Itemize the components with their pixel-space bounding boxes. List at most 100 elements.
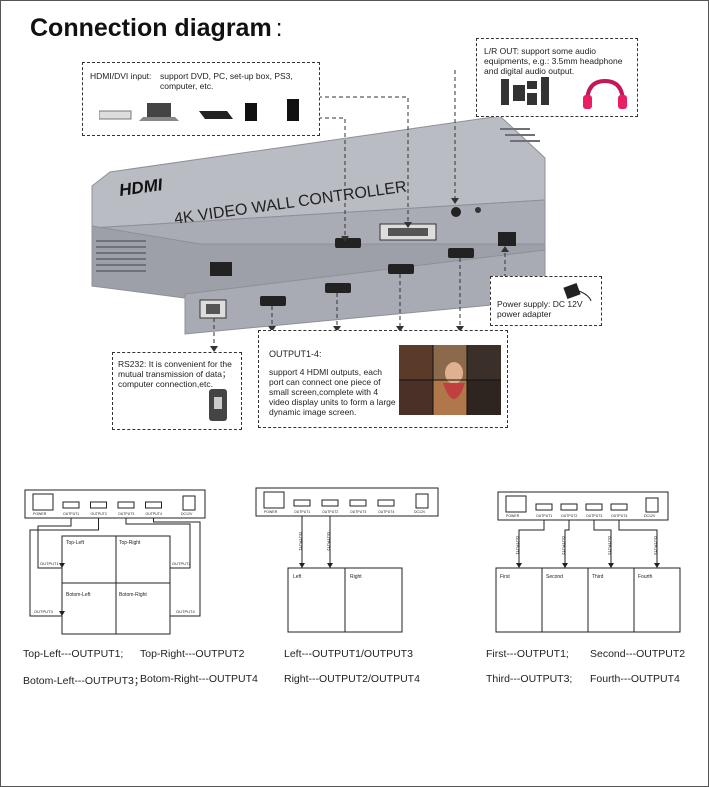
output-title: OUTPUT1-4:	[269, 349, 322, 359]
hdmi-dvi-input-text: support DVD, PC, set-up box, PS3, comput…	[160, 71, 293, 91]
connector-lines	[213, 70, 506, 348]
output4-port	[448, 248, 474, 258]
mini-output-port	[377, 499, 395, 507]
mini-power-switch	[505, 495, 527, 513]
wire-label-output1: OUTPUT1	[40, 561, 59, 566]
screen-first: First	[500, 574, 510, 580]
screen-top-right: Top-Right	[119, 540, 141, 546]
output3-port	[388, 264, 414, 274]
caption-quad-3: Botom-Left---OUTPUT3；	[23, 675, 145, 687]
output2-port	[325, 283, 351, 293]
screen-right: Right	[350, 574, 362, 580]
mini-power-switch	[32, 493, 54, 511]
mini-power-switch	[263, 491, 285, 509]
mini-output-port	[293, 499, 311, 507]
arrow-head	[608, 563, 614, 568]
connector-arrows	[210, 198, 509, 352]
wire-label-output1: OUTPUT1	[298, 532, 303, 551]
caption-quad-4: Botom-Right---OUTPUT4	[140, 673, 258, 685]
device-vents	[96, 128, 540, 272]
mini-output-port	[90, 501, 107, 509]
mini-output-port	[535, 503, 553, 511]
wire-label-output4: OUTPUT4	[176, 609, 195, 614]
mini-power-label: POWER	[33, 512, 47, 516]
mini-output-port	[585, 503, 603, 511]
arrow-head	[59, 611, 65, 616]
screen-bottom-left: Botom-Left	[66, 592, 91, 598]
mini-dc-port	[415, 493, 429, 509]
output-callout: OUTPUT1-4: support 4 HDMI outputs, each …	[258, 330, 508, 428]
mini-output-port	[117, 501, 135, 509]
mini-output-label: OUTPUT2	[561, 514, 577, 518]
power-text: Power supply: DC 12V power adapter	[497, 299, 583, 319]
lr-out-text: L/R OUT: support some audio equipments, …	[484, 46, 623, 76]
caption-row4-1: First---OUTPUT1;	[486, 648, 569, 660]
mini-output-label: OUTPUT4	[378, 510, 394, 514]
arrow-head	[562, 563, 568, 568]
headphones-icon	[583, 78, 627, 109]
mini-output-label: OUTPUT4	[611, 514, 627, 518]
mini-output-port	[321, 499, 339, 507]
caption-row4-2: Second---OUTPUT2	[590, 648, 686, 660]
screen-bottom-right: Botom-Right	[119, 592, 147, 598]
power-callout: Power supply: DC 12V power adapter	[490, 276, 602, 326]
set-top-box-icon	[199, 111, 233, 119]
mini-output-port	[145, 501, 162, 509]
wire-label-output1: OUTPUT1	[515, 536, 520, 555]
mini-output-label: OUTPUT3	[350, 510, 366, 514]
wire-label-output4: OUTPUT4	[653, 536, 658, 555]
mini-power-label: POWER	[264, 510, 278, 514]
switch-button	[475, 207, 481, 213]
caption-dual-1: Left---OUTPUT1/OUTPUT3	[284, 648, 413, 660]
caption-row4-4: Fourth---OUTPUT4	[590, 673, 680, 685]
screen-fourth: Fourth	[638, 574, 653, 580]
power-adapter-icon	[563, 282, 592, 302]
mini-dc-port	[182, 495, 196, 511]
rs232-callout: RS232: It is convenient for the mutual t…	[112, 352, 242, 430]
mini-output-label: OUTPUT1	[63, 512, 79, 516]
ps3-icon	[245, 103, 257, 121]
mini-output-label: OUTPUT4	[146, 512, 162, 516]
computer-icon	[287, 99, 299, 121]
arrow-head	[59, 563, 65, 568]
wire-label-output3: OUTPUT3	[34, 609, 53, 614]
mini-dc-port	[645, 497, 659, 513]
mini-dc-label: DC12V	[181, 512, 193, 516]
mini-power-label: POWER	[506, 514, 520, 518]
mini-output-port	[560, 503, 578, 511]
output-text: support 4 HDMI outputs, each port can co…	[269, 367, 396, 417]
power-switch	[210, 262, 232, 276]
screen-second: Second	[546, 574, 563, 580]
mini-output-port	[610, 503, 628, 511]
screen-third: Third	[592, 574, 604, 580]
audio-port	[451, 207, 461, 217]
mini-output-port	[349, 499, 367, 507]
mini-dc-label: DC12V	[644, 514, 656, 518]
wire-label-output2: OUTPUT2	[561, 536, 566, 555]
caption-row4-3: Third---OUTPUT3;	[486, 673, 573, 685]
mini-output-label: OUTPUT1	[294, 510, 310, 514]
mini-output-port	[62, 501, 80, 509]
rs232-connector-icon	[209, 389, 227, 421]
screen-left: Left	[293, 574, 302, 580]
output1-port	[260, 296, 286, 306]
dc-port	[498, 232, 516, 246]
screen-top-left: Top-Left	[66, 540, 85, 546]
caption-dual-2: Right---OUTPUT2/OUTPUT4	[284, 673, 420, 685]
wire-label-output2: OUTPUT2	[172, 561, 191, 566]
arrow-head	[516, 563, 522, 568]
hdmi-dvi-input-label: HDMI/DVI input:	[90, 71, 152, 81]
mini-output-label: OUTPUT2	[322, 510, 338, 514]
arrow-head	[327, 563, 333, 568]
mini-output-label: OUTPUT3	[586, 514, 602, 518]
caption-quad-1: Top-Left---OUTPUT1;	[23, 648, 124, 660]
laptop-icon	[147, 103, 171, 117]
speaker-system-icon	[501, 77, 549, 105]
video-wall-photo	[399, 345, 501, 415]
hdmi-dvi-input-callout: HDMI/DVI input: support DVD, PC, set-up …	[82, 62, 320, 136]
